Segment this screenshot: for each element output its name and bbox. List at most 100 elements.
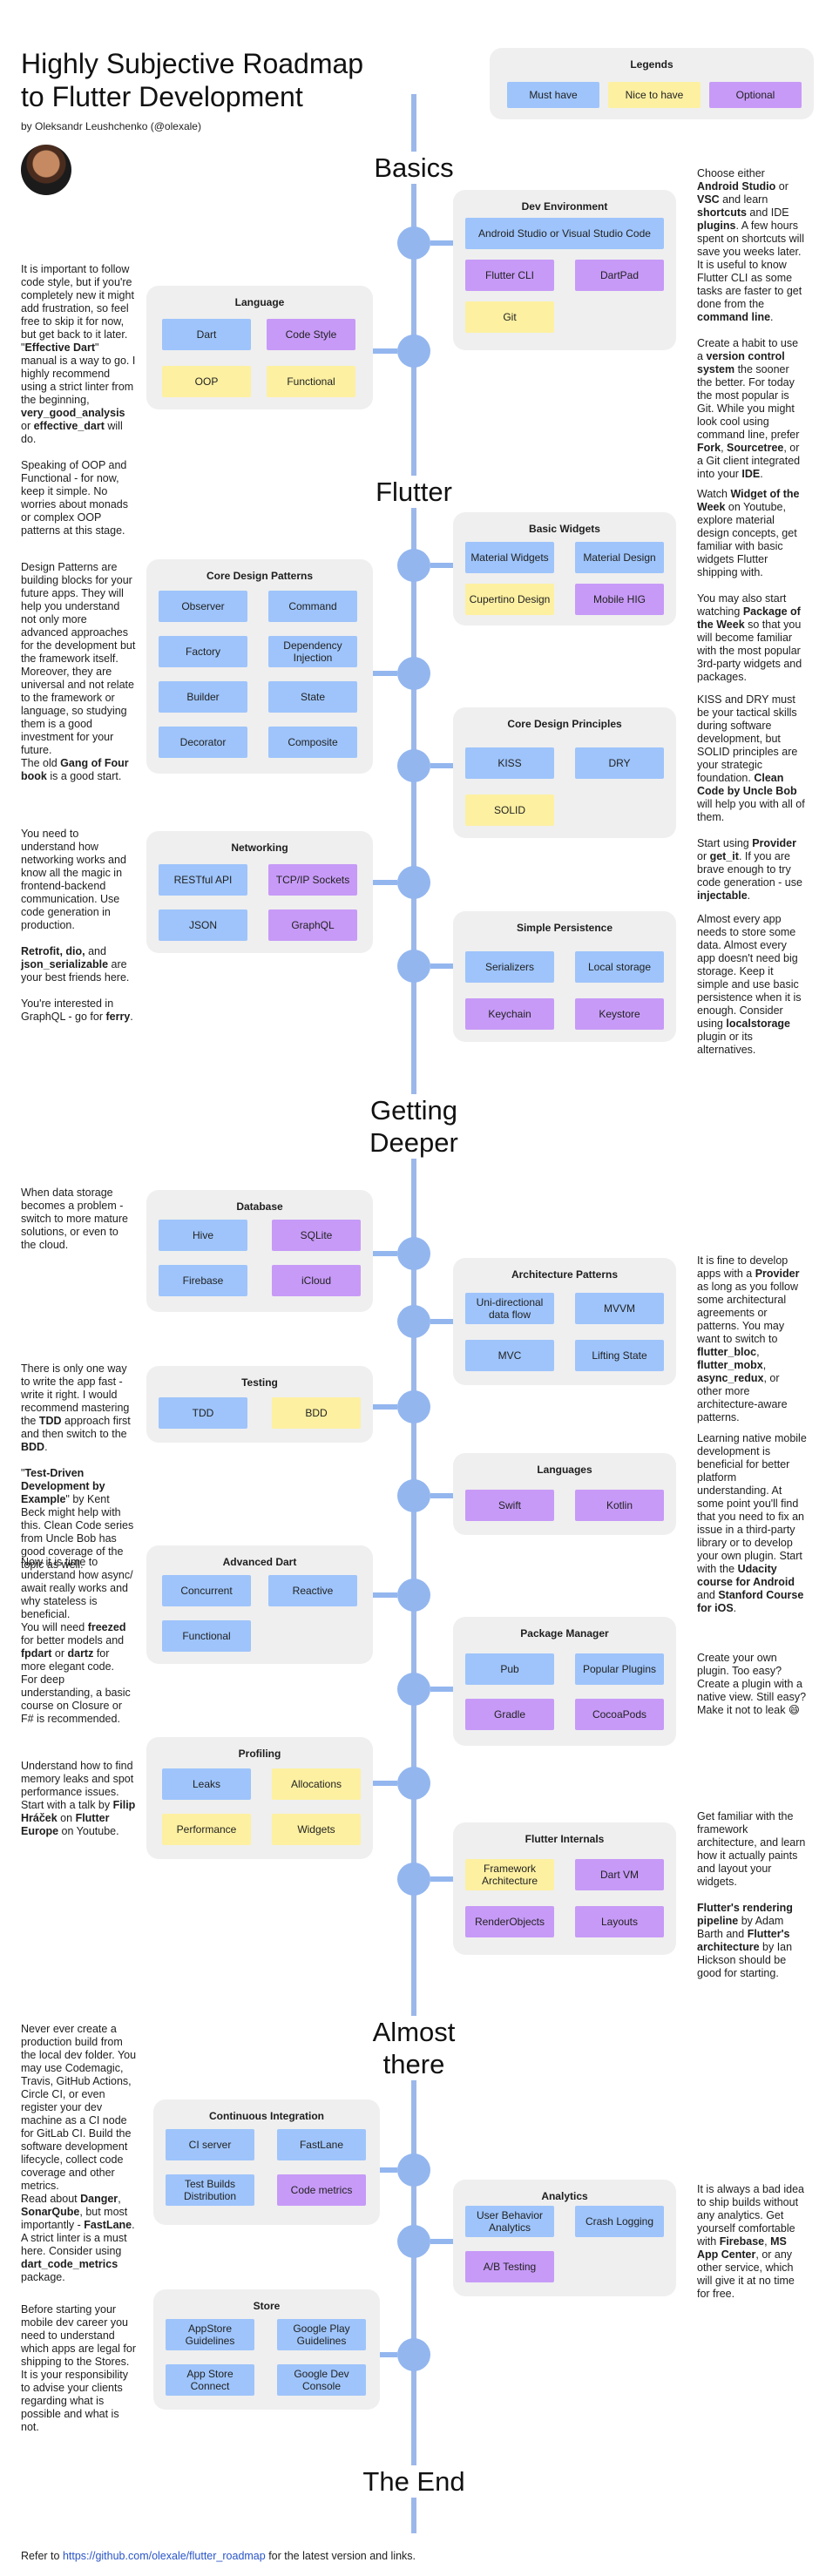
timeline-dot <box>397 1579 430 1612</box>
connector <box>378 2352 397 2357</box>
chip-command: Command <box>268 591 357 622</box>
panel-title: Profiling <box>238 1748 281 1760</box>
panel-advanced-dart: Advanced Dart Concurrent Reactive Functi… <box>146 1545 373 1664</box>
chip-leaks: Leaks <box>162 1768 251 1800</box>
connector <box>430 1876 455 1882</box>
desc-language: It is important to follow code style, bu… <box>21 263 136 537</box>
chip-unidirectional-data-flow: Uni-directional data flow <box>465 1293 554 1324</box>
desc-simple-persistence: Almost every app needs to store some dat… <box>697 913 802 1056</box>
panel-analytics: Analytics User Behavior Analytics Crash … <box>453 2180 676 2296</box>
chip-functional: Functional <box>267 366 355 397</box>
connector <box>430 1319 455 1324</box>
panel-simple-persistence: Simple Persistence Serializers Local sto… <box>453 911 676 1042</box>
chip-code-metrics: Code metrics <box>277 2174 366 2206</box>
panel-title: Simple Persistence <box>516 922 613 934</box>
desc-dev-environment: Choose either Android Studio or VSC and … <box>697 167 804 480</box>
desc-core-design-patterns: Design Patterns are building blocks for … <box>21 561 136 782</box>
title-line-1: Highly Subjective Roadmap <box>21 48 364 79</box>
desc-profiling: Understand how to find memory leaks and … <box>21 1760 136 1837</box>
desc-testing: There is only one way to write the app f… <box>21 1362 134 1571</box>
chip-mvvm: MVVM <box>575 1293 664 1324</box>
desc-package-manager: Create your own plugin. Too easy? Create… <box>697 1652 807 1716</box>
timeline-dot <box>397 335 430 368</box>
connector <box>430 1493 455 1498</box>
chip-state: State <box>268 681 357 713</box>
chip-dry: DRY <box>575 747 664 779</box>
page-title: Highly Subjective Roadmap to Flutter Dev… <box>21 47 404 113</box>
chip-crash-logging: Crash Logging <box>575 2206 664 2237</box>
connector <box>430 240 455 246</box>
panel-title: Core Design Principles <box>507 718 622 730</box>
chip-reactive: Reactive <box>268 1575 357 1606</box>
chip-popular-plugins: Popular Plugins <box>575 1653 664 1685</box>
desc-advanced-dart: Now it is time to understand how async/ … <box>21 1556 133 1725</box>
timeline-dot <box>397 866 430 899</box>
chip-icloud: iCloud <box>272 1265 361 1296</box>
chip-dart-vm: Dart VM <box>575 1859 664 1890</box>
footer: Refer to https://github.com/olexale/flut… <box>21 2550 416 2562</box>
connector <box>371 1592 397 1598</box>
chip-tcp-ip-sockets: TCP/IP Sockets <box>268 864 357 896</box>
connector <box>371 1251 397 1256</box>
chip-dependency-injection: Dependency Injection <box>268 636 357 667</box>
chip-gradle: Gradle <box>465 1699 554 1730</box>
desc-languages: Learning native mobile development is be… <box>697 1432 807 1614</box>
section-flutter: Flutter <box>327 476 501 508</box>
legend-must-have: Must have <box>507 82 599 108</box>
chip-composite: Composite <box>268 727 357 758</box>
chip-hive: Hive <box>159 1220 247 1251</box>
repo-link[interactable]: https://github.com/olexale/flutter_roadm… <box>62 2550 266 2562</box>
chip-restful-api: RESTful API <box>159 864 247 896</box>
timeline-dot <box>397 1863 430 1896</box>
panel-title: Continuous Integration <box>209 2110 324 2122</box>
panel-title: Flutter Internals <box>525 1833 605 1845</box>
chip-decorator: Decorator <box>159 727 247 758</box>
chip-pub: Pub <box>465 1653 554 1685</box>
timeline-dot <box>397 2225 430 2258</box>
panel-title: Analytics <box>541 2190 588 2202</box>
desc-database: When data storage becomes a problem - sw… <box>21 1187 128 1251</box>
footer-suffix: for the latest version and links. <box>265 2550 416 2562</box>
chip-firebase: Firebase <box>159 1265 247 1296</box>
timeline-dot <box>397 749 430 782</box>
legend-nice-to-have: Nice to have <box>608 82 701 108</box>
chip-google-play-guidelines: Google Play Guidelines <box>277 2319 366 2350</box>
chip-app-store-connect: App Store Connect <box>166 2364 254 2396</box>
desc-continuous-integration: Never ever create a production build fro… <box>21 2023 137 2283</box>
chip-user-behavior-analytics: User Behavior Analytics <box>465 2206 554 2237</box>
panel-database: Database Hive SQLite Firebase iCloud <box>146 1190 373 1312</box>
panel-title: Languages <box>537 1464 592 1476</box>
chip-test-builds-distribution: Test Builds Distribution <box>166 2174 254 2206</box>
chip-bdd: BDD <box>272 1397 361 1429</box>
chip-dartpad: DartPad <box>575 260 664 291</box>
panel-title: Package Manager <box>520 1627 609 1640</box>
panel-title: Architecture Patterns <box>511 1268 619 1281</box>
chip-flutter-cli: Flutter CLI <box>465 260 554 291</box>
section-basics: Basics <box>327 152 501 184</box>
chip-keystore: Keystore <box>575 998 664 1030</box>
connector <box>371 1404 397 1410</box>
panel-title: Basic Widgets <box>529 523 600 535</box>
chip-google-dev-console: Google Dev Console <box>277 2364 366 2396</box>
chip-performance: Performance <box>162 1814 251 1845</box>
panel-testing: Testing TDD BDD <box>146 1366 373 1443</box>
chip-material-design: Material Design <box>575 542 664 573</box>
timeline-dot <box>397 549 430 582</box>
timeline-dot <box>397 950 430 983</box>
connector <box>430 963 455 969</box>
panel-title: Networking <box>231 842 288 854</box>
chip-appstore-guidelines: AppStore Guidelines <box>166 2319 254 2350</box>
chip-observer: Observer <box>159 591 247 622</box>
connector <box>378 2167 397 2173</box>
chip-graphql: GraphQL <box>268 909 357 941</box>
desc-basic-widgets: Watch Widget of the Week on Youtube, exp… <box>697 488 802 683</box>
footer-prefix: Refer to <box>21 2550 63 2562</box>
chip-oop: OOP <box>162 366 251 397</box>
chip-swift: Swift <box>465 1490 554 1521</box>
connector <box>430 563 455 568</box>
panel-basic-widgets: Basic Widgets Material Widgets Material … <box>453 512 676 625</box>
chip-cocoapods: CocoaPods <box>575 1699 664 1730</box>
title-line-2: to Flutter Development <box>21 81 303 112</box>
